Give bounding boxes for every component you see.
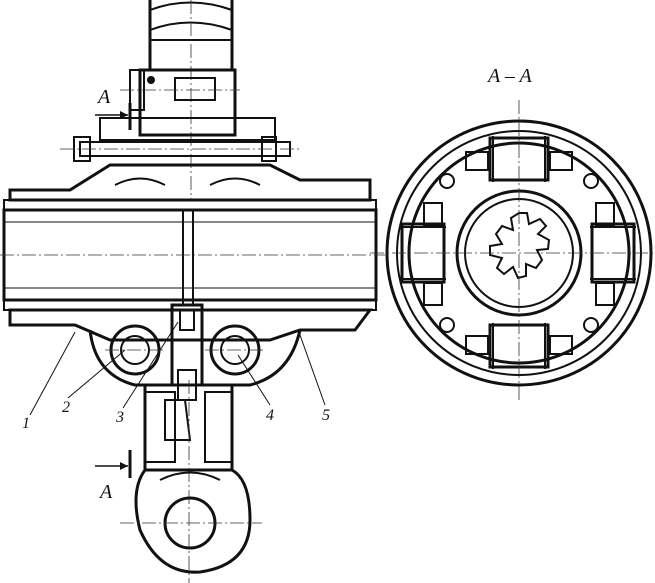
cross-bolt <box>60 136 300 162</box>
callout-5: 5 <box>322 407 330 424</box>
callout-2: 2 <box>62 399 70 416</box>
bolt-holes <box>439 173 599 333</box>
lever-hub <box>120 68 240 137</box>
housing-upper <box>8 117 372 202</box>
section-title: A – A <box>486 65 532 87</box>
section-marker-bottom <box>95 450 132 478</box>
longitudinal-section: A A 1 2 3 4 5 <box>0 0 385 583</box>
callout-4: 4 <box>266 407 274 424</box>
callout-1: 1 <box>22 415 30 432</box>
pins <box>423 151 615 355</box>
roller-left <box>105 324 165 376</box>
section-letter-top: A <box>96 86 111 108</box>
lower-eye <box>120 468 262 574</box>
callout-3: 3 <box>115 409 124 426</box>
section-marker-top <box>95 103 132 130</box>
cross-section-aa: A – A <box>370 65 655 400</box>
roller-right <box>205 324 265 376</box>
main-shaft <box>0 199 385 311</box>
housing-lower <box>8 308 373 387</box>
lower-lever <box>143 380 234 583</box>
section-letter-bottom: A <box>98 481 113 503</box>
callout-leaders <box>29 321 326 416</box>
center-fork <box>170 303 204 401</box>
